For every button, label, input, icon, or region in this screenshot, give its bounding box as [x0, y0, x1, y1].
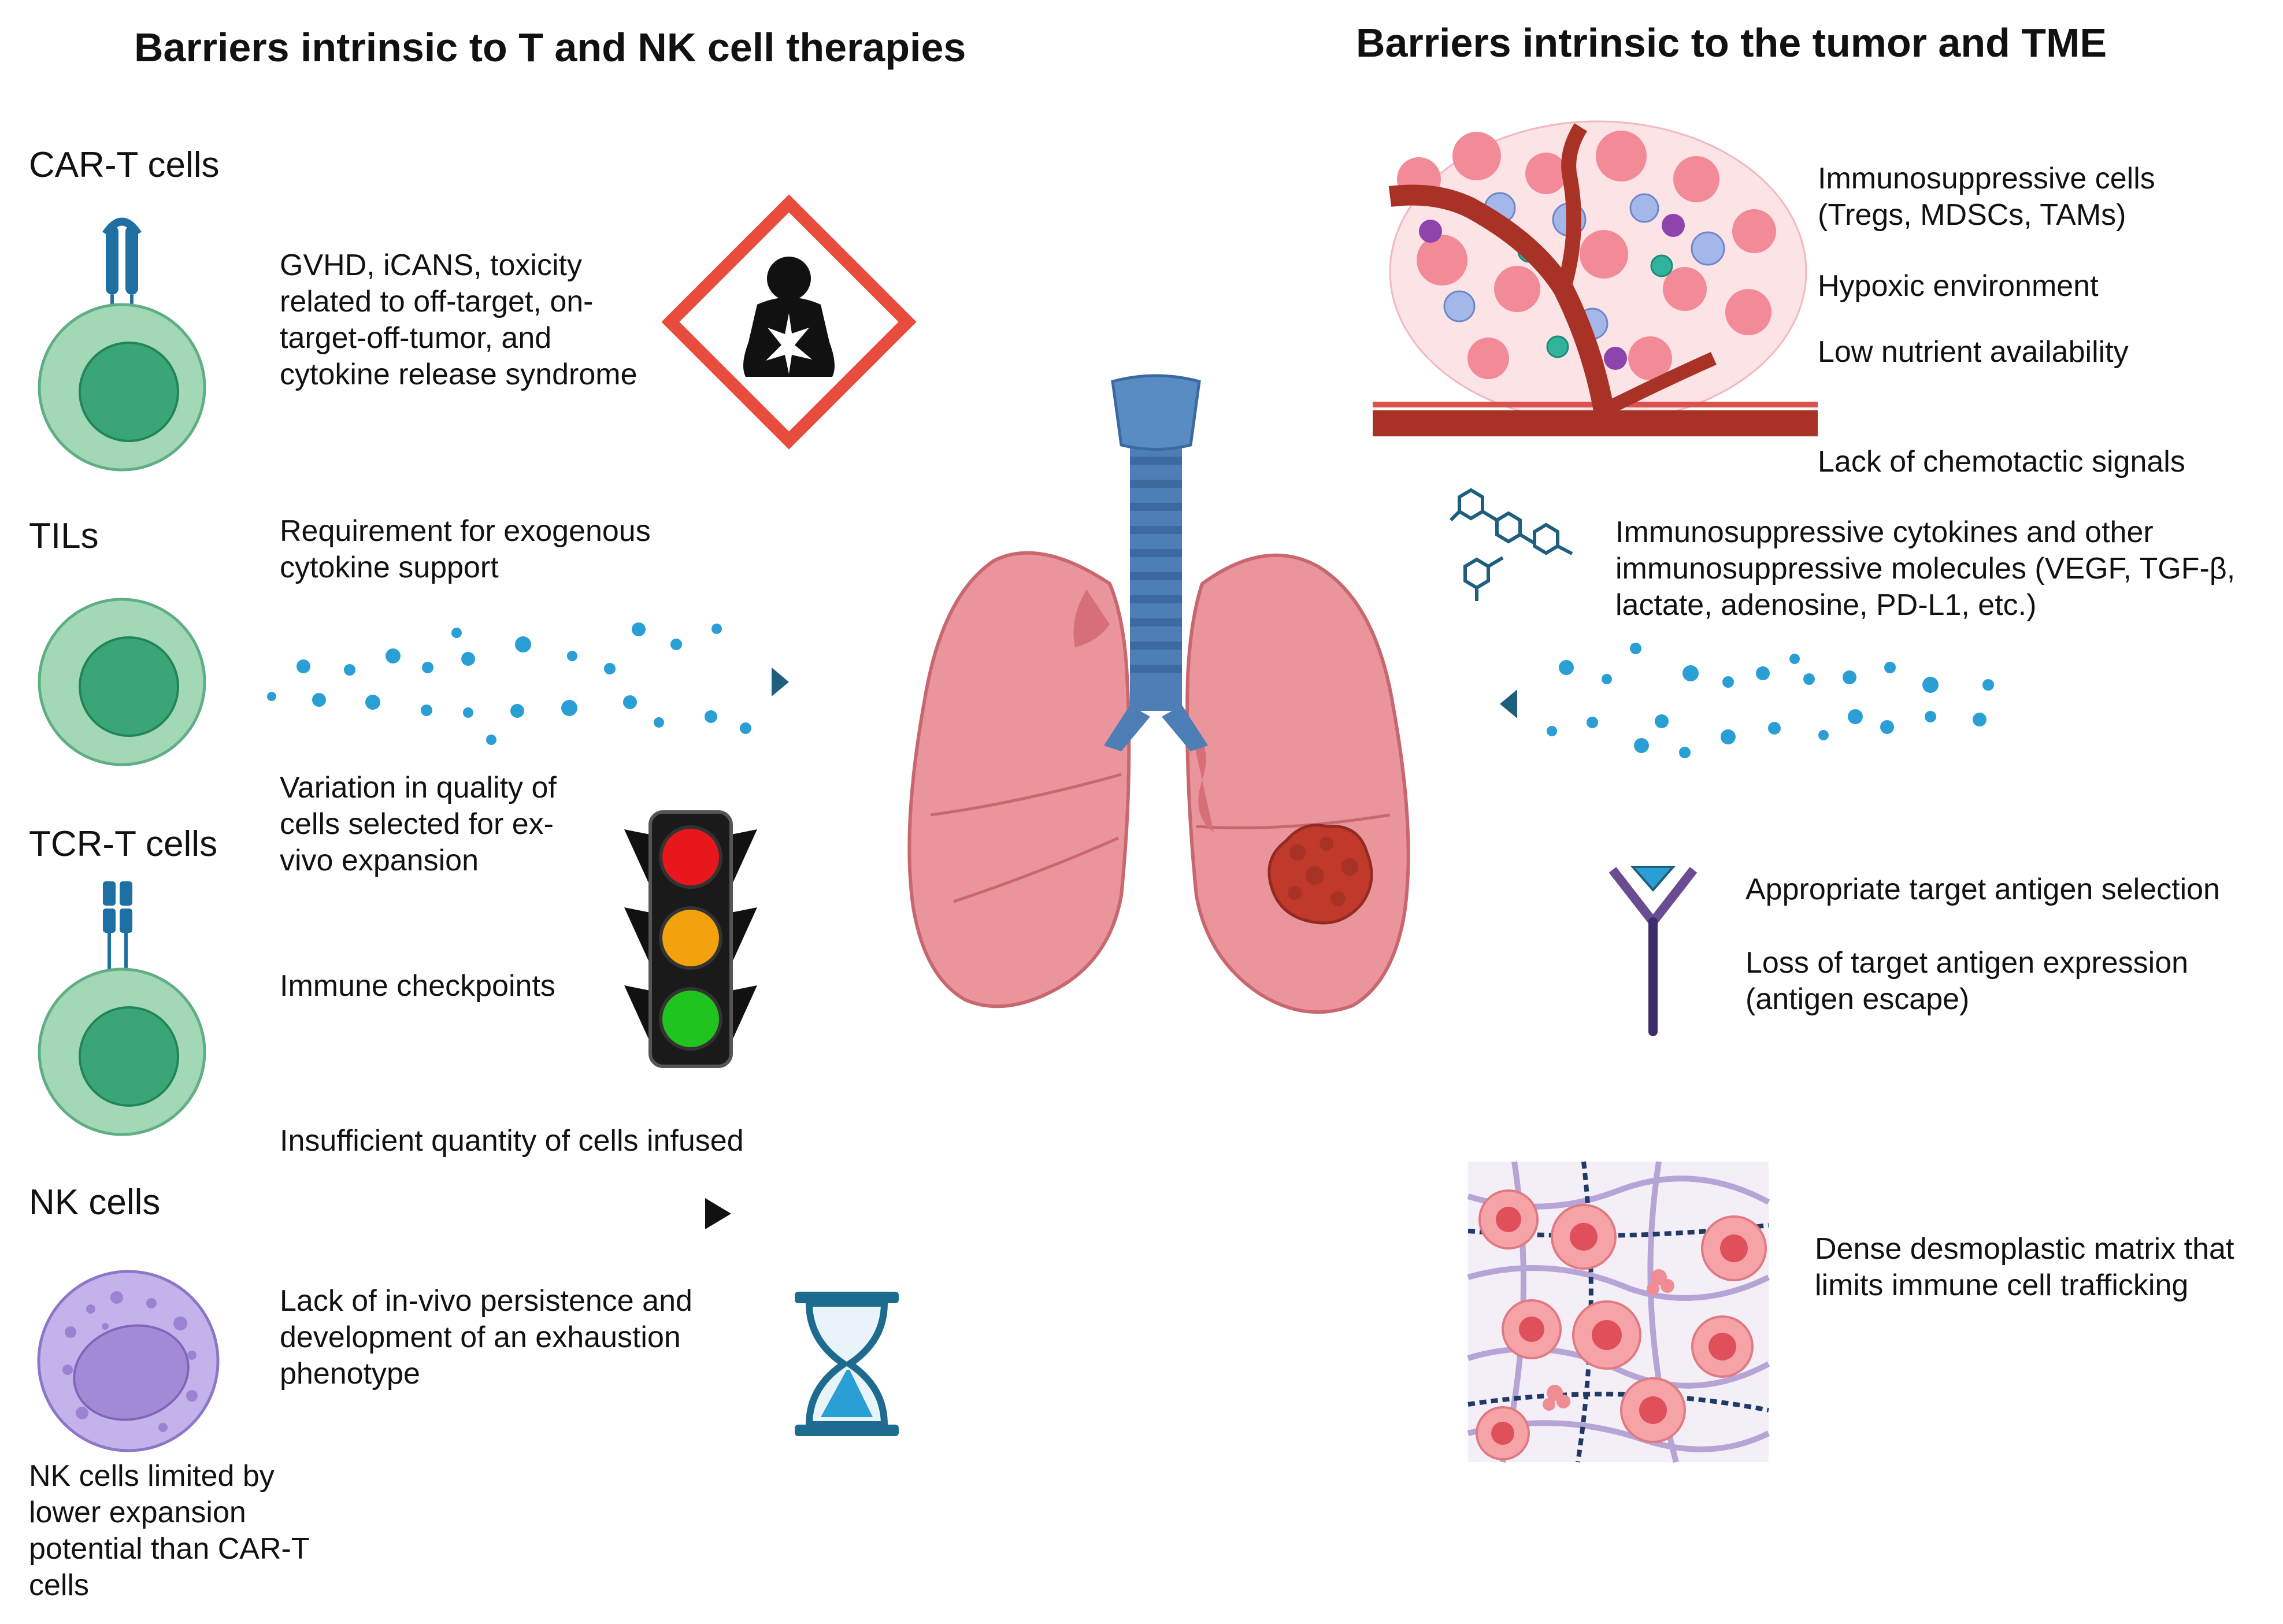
antigen-receptor-icon	[1609, 866, 1698, 1036]
tils-text: Requirement for exogenous cytokine suppo…	[280, 514, 651, 584]
traffic-light-icon	[624, 810, 757, 1068]
black-arrow-icon	[312, 1198, 731, 1229]
molecules-icon	[1449, 488, 1573, 601]
immunosuppressive-cells-text: Immunosuppressive cells (Tregs, MDSCs, T…	[1818, 162, 2155, 232]
desmoplastic-text: Dense desmoplastic matrix that limits im…	[1815, 1232, 2234, 1302]
target-selection-text: Appropriate target antigen selection	[1745, 873, 2220, 906]
hazard-icon	[661, 194, 917, 450]
cytokine-arrow-right-icon	[1500, 643, 2029, 758]
til-cell-icon	[38, 598, 206, 766]
car-t-label: CAR-T cells	[29, 145, 220, 185]
car-t-text: GVHD, iCANS, toxicity related to off-tar…	[280, 249, 638, 391]
tcr-t-cell-icon	[38, 881, 206, 1136]
car-t-cell-icon	[38, 217, 206, 472]
hourglass-icon	[795, 1292, 899, 1436]
left-heading: Barriers intrinsic to T and NK cell ther…	[134, 25, 966, 70]
tumor-icon	[1267, 824, 1373, 925]
matrix-illustration-icon	[1467, 1161, 1770, 1463]
cytokine-arrow-left-icon	[254, 622, 789, 745]
variation-text: Variation in quality of cells selected f…	[280, 771, 557, 877]
tme-illustration-icon	[1373, 120, 1818, 436]
nk-limited-text: NK cells limited by lower expansion pote…	[29, 1459, 309, 1602]
tils-label: TILs	[29, 516, 99, 556]
nk-cell-icon	[37, 1270, 220, 1452]
checkpoints-text: Immune checkpoints	[280, 969, 555, 1003]
nk-label: NK cells	[29, 1182, 161, 1222]
hypoxic-text: Hypoxic environment	[1818, 269, 2099, 303]
antigen-loss-text: Loss of target antigen expression (antig…	[1745, 946, 2189, 1016]
tcr-t-label: TCR-T cells	[29, 824, 218, 864]
lungs-icon	[907, 374, 1410, 1014]
insufficient-text: Insufficient quantity of cells infused	[280, 1124, 744, 1158]
persistence-text: Lack of in-vivo persistence and developm…	[280, 1284, 692, 1391]
cytokines-text: Immunosuppressive cytokines and other im…	[1615, 516, 2236, 622]
right-heading: Barriers intrinsic to the tumor and TME	[1356, 20, 2107, 65]
low-nutrient-text: Low nutrient availability	[1818, 335, 2129, 369]
chemotactic-text: Lack of chemotactic signals	[1818, 445, 2185, 479]
